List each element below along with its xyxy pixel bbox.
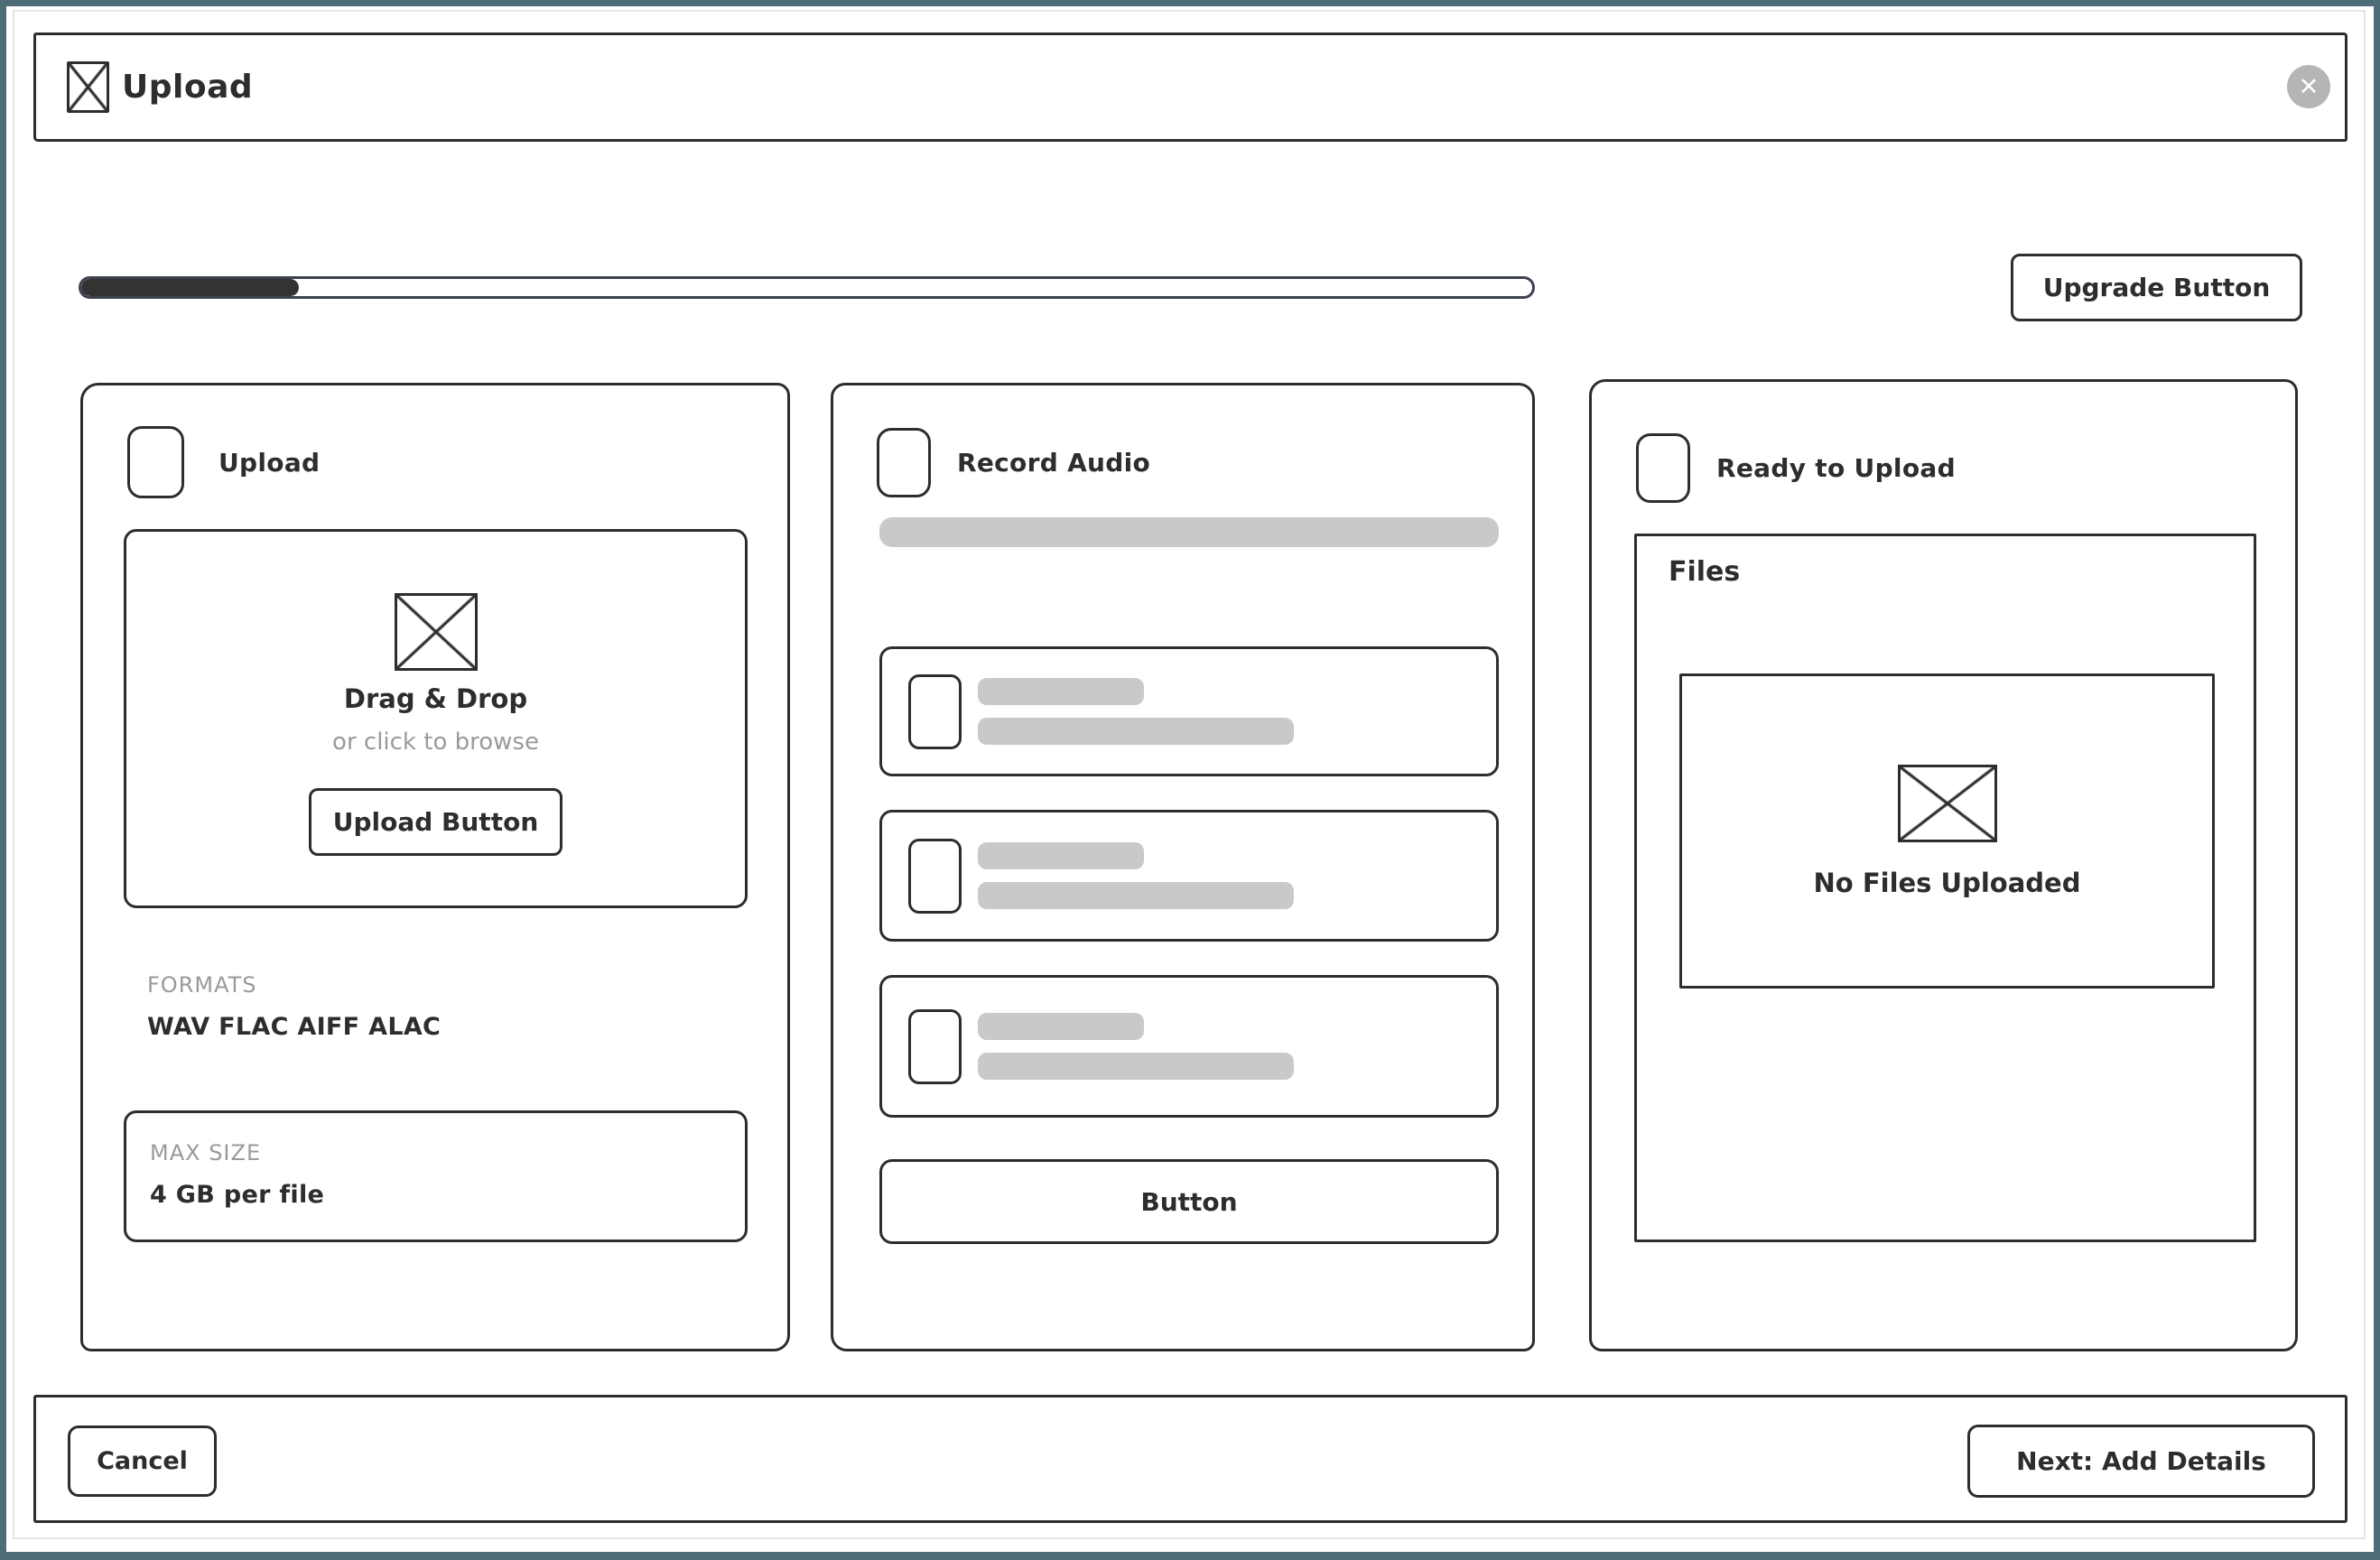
placeholder-bar-long: [978, 882, 1294, 909]
panel-upload: Upload Drag & Drop or click to browse Up…: [80, 383, 790, 1351]
panel-record-audio: Record Audio Button: [831, 383, 1535, 1351]
files-label: Files: [1669, 556, 1741, 588]
placeholder-bar-long: [978, 1053, 1294, 1080]
files-box: Files No Files Uploaded: [1634, 534, 2256, 1242]
text-placeholder-bar: [879, 517, 1499, 547]
panel-ready-to-upload: Ready to Upload Files No Files Uploaded: [1589, 379, 2298, 1351]
panel-ready-header: Ready to Upload: [1636, 433, 1956, 503]
placeholder-bar-short: [978, 678, 1144, 705]
recording-item-card[interactable]: [879, 810, 1499, 942]
placeholder-bar-short: [978, 842, 1144, 869]
close-icon: ✕: [2298, 72, 2320, 101]
upload-checkbox[interactable]: [127, 426, 184, 498]
record-action-button-label: Button: [1140, 1186, 1238, 1217]
image-placeholder-icon: [394, 593, 478, 671]
upload-button[interactable]: Upload Button: [309, 788, 562, 856]
drag-drop-zone[interactable]: Drag & Drop or click to browse Upload Bu…: [124, 529, 748, 908]
recording-checkbox[interactable]: [908, 838, 962, 914]
image-placeholder-icon: [67, 61, 109, 113]
dialog-title: Upload: [122, 69, 254, 106]
record-audio-checkbox[interactable]: [877, 428, 931, 497]
max-size-label: MAX SIZE: [150, 1140, 262, 1165]
empty-files-state: No Files Uploaded: [1679, 673, 2215, 989]
placeholder-bar-long: [978, 718, 1294, 745]
ready-to-upload-checkbox[interactable]: [1636, 433, 1690, 503]
cancel-button-label: Cancel: [97, 1447, 188, 1475]
panel-ready-title: Ready to Upload: [1716, 453, 1956, 483]
max-size-value: 4 GB per file: [150, 1181, 325, 1209]
cancel-button[interactable]: Cancel: [68, 1425, 217, 1497]
recording-item-card[interactable]: [879, 975, 1499, 1118]
dropzone-subheading: or click to browse: [332, 729, 539, 756]
image-placeholder-icon: [1897, 764, 1997, 842]
empty-files-text: No Files Uploaded: [1813, 867, 2081, 898]
recording-checkbox[interactable]: [908, 673, 962, 749]
dialog-header: Upload ✕: [33, 32, 2347, 142]
footer-bar: Cancel Next: Add Details: [33, 1395, 2347, 1523]
dropzone-heading: Drag & Drop: [343, 683, 528, 714]
recording-checkbox[interactable]: [908, 1008, 962, 1084]
panel-upload-title: Upload: [218, 447, 321, 478]
close-button[interactable]: ✕: [2287, 65, 2330, 108]
panel-record-title: Record Audio: [957, 448, 1151, 478]
formats-label: FORMATS: [147, 972, 257, 998]
next-add-details-button[interactable]: Next: Add Details: [1967, 1425, 2315, 1498]
recording-text-placeholders: [978, 1013, 1294, 1080]
panel-upload-header: Upload: [127, 426, 320, 498]
recording-item-card[interactable]: [879, 646, 1499, 776]
record-action-button[interactable]: Button: [879, 1159, 1499, 1244]
formats-block: FORMATS WAV FLAC AIFF ALAC: [147, 972, 441, 1041]
panel-record-header: Record Audio: [877, 428, 1150, 497]
upgrade-button-label: Upgrade Button: [2042, 273, 2271, 302]
max-size-box: MAX SIZE 4 GB per file: [124, 1110, 748, 1242]
upgrade-button[interactable]: Upgrade Button: [2011, 254, 2302, 321]
formats-value: WAV FLAC AIFF ALAC: [147, 1013, 442, 1041]
next-button-label: Next: Add Details: [2016, 1446, 2266, 1476]
recording-text-placeholders: [978, 678, 1294, 745]
placeholder-bar-short: [978, 1013, 1144, 1040]
upload-button-label: Upload Button: [332, 807, 539, 837]
upload-progress-bar: [79, 276, 1535, 299]
recording-text-placeholders: [978, 842, 1294, 909]
progress-fill: [81, 279, 300, 296]
